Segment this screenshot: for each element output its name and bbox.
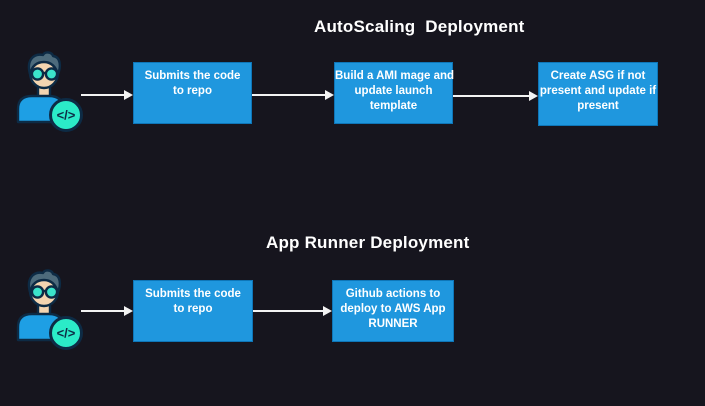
code-badge-glyph: </> xyxy=(57,108,76,123)
flow-step-submit-code-autoscaling[interactable]: Submits the code to repo xyxy=(133,62,252,124)
avatar-hair xyxy=(27,269,62,294)
flow-step-label: Build a AMI mage and update launch templ… xyxy=(335,70,455,112)
code-badge-icon xyxy=(49,316,83,350)
flow-step-label: Submits the code to repo xyxy=(145,288,241,315)
section-title-app-runner: App Runner Deployment xyxy=(266,233,470,252)
flow-step-build-ami[interactable]: Build a AMI mage and update launch templ… xyxy=(334,62,455,124)
flow-arrow xyxy=(252,90,334,100)
glasses-right-lens-icon xyxy=(44,285,59,299)
flow-step-github-actions[interactable]: Github actions to deploy to AWS App RUNN… xyxy=(332,280,454,342)
glasses-left-lens-icon xyxy=(30,67,45,81)
flow-arrow xyxy=(253,306,332,316)
flow-step-label: Submits the code to repo xyxy=(144,70,241,97)
flow-arrow xyxy=(453,91,538,101)
developer-avatar-icon[interactable]: </> xyxy=(16,51,83,132)
section-title-autoscaling: AutoScaling Deployment xyxy=(314,17,525,36)
glasses-left-lens-icon xyxy=(30,285,45,299)
avatar-hair xyxy=(27,51,62,76)
flow-arrow xyxy=(81,90,133,100)
glasses-right-lens-icon xyxy=(44,67,59,81)
code-badge-glyph: </> xyxy=(57,326,76,341)
flow-arrow xyxy=(81,306,133,316)
developer-icon: </> xyxy=(16,51,83,132)
code-badge-icon xyxy=(49,98,83,132)
flow-step-create-asg[interactable]: Create ASG if not present and update if … xyxy=(538,62,658,126)
flow-step-label: Create ASG if not present and update if … xyxy=(539,70,657,112)
flow-step-submit-code-apprunner[interactable]: Submits the code to repo xyxy=(133,280,253,342)
developer-avatar-icon[interactable]: </> xyxy=(16,269,83,350)
developer-icon: </> xyxy=(16,269,83,350)
flow-step-label: Github actions to deploy to AWS App RUNN… xyxy=(340,288,446,330)
